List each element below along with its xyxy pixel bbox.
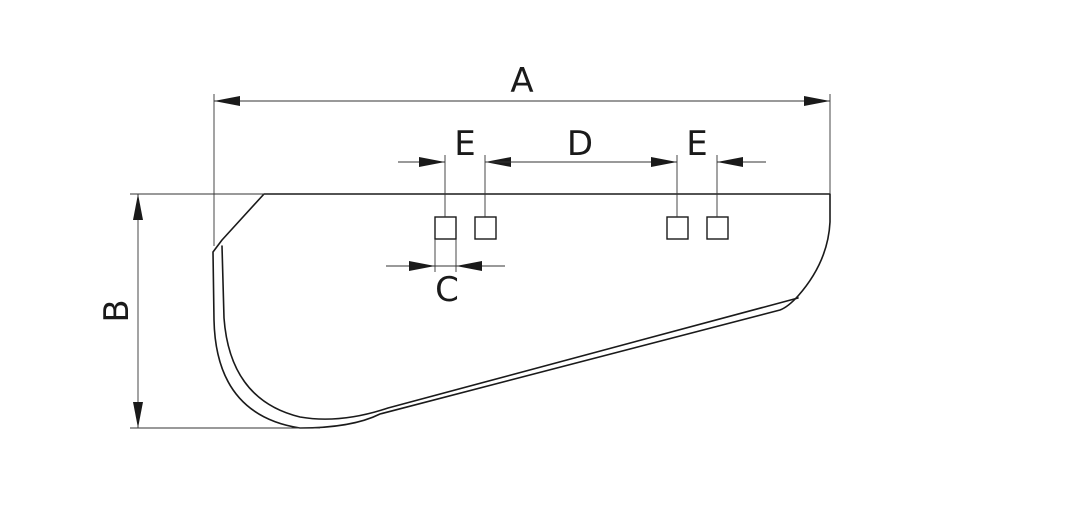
dimension-e-right-label: E: [686, 124, 707, 164]
dimension-a-label: A: [510, 61, 533, 101]
dimension-hole-spacing: E D E: [398, 124, 766, 217]
hole-3: [666, 216, 689, 240]
dimension-b: B: [97, 193, 320, 429]
dimension-a-arrow-left: [214, 96, 240, 106]
dimension-b-arrow-top: [133, 194, 143, 220]
hole-4: [706, 216, 729, 240]
dimension-e-left-arrow-1: [419, 157, 445, 167]
blade-bevel-edge: [221, 245, 799, 420]
dimension-c: C: [386, 239, 505, 310]
dimension-b-label: B: [97, 299, 137, 322]
mounting-holes: [434, 216, 729, 240]
hole-2: [474, 216, 497, 240]
dimension-c-arrow-1: [409, 261, 435, 271]
dimension-c-label: C: [435, 270, 459, 310]
dimension-e-right-arrow-2: [717, 157, 743, 167]
blade-part: [212, 193, 831, 429]
dimension-a-arrow-right: [804, 96, 830, 106]
dimension-b-arrow-bottom: [133, 402, 143, 428]
blade-outline: [212, 193, 831, 429]
dimension-a: A: [213, 61, 831, 246]
dimension-c-arrow-2: [456, 261, 482, 271]
hole-1: [434, 216, 457, 240]
dimension-d-label: D: [567, 124, 593, 164]
dimension-e-left-label: E: [454, 124, 475, 164]
dimension-d-arrow-right: [651, 157, 677, 167]
